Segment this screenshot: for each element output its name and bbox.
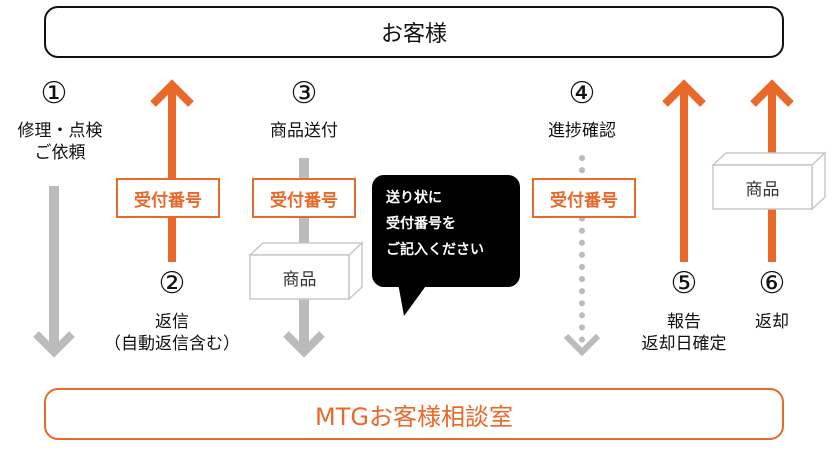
package-label-2: 商品 <box>745 179 780 200</box>
step-6-number: ⑥ <box>758 266 786 301</box>
package-label-1: 商品 <box>282 269 317 290</box>
step-5-number: ⑤ <box>670 266 698 301</box>
step-5-label-line-1: 報告 <box>667 312 701 332</box>
reception-number-tag-step3: 受付番号 <box>252 178 356 218</box>
speech-bubble-text: 送り状に 受付番号を ご記入ください <box>386 185 526 263</box>
arrow-up-step5 <box>662 79 706 262</box>
speech-bubble <box>372 175 520 316</box>
step-4-label: 進捗確認 <box>522 120 642 142</box>
reception-number-tag-step4: 受付番号 <box>532 178 636 218</box>
step-5-label: 報告 返却日確定 <box>624 311 744 355</box>
speech-bubble-line-3: ご記入ください <box>386 242 484 258</box>
step-5-label-line-2: 返却日確定 <box>641 334 727 354</box>
step-2-label-line-1: 返信 <box>155 312 189 332</box>
step-1-label-line-2: ご依頼 <box>34 143 86 163</box>
step-3-label: 商品送付 <box>244 120 364 142</box>
step-6-label-line-1: 返却 <box>755 312 789 332</box>
step-1-number: ① <box>40 76 68 111</box>
step-6-label: 返却 <box>732 311 812 333</box>
speech-bubble-line-2: 受付番号を <box>386 216 456 232</box>
package-box-2 <box>711 151 827 211</box>
step-2-label-line-2: （自動返信含む） <box>104 334 240 354</box>
speech-bubble-line-1: 送り状に <box>386 190 442 206</box>
arrow-down-step4-dotted <box>563 155 601 357</box>
step-4-number: ④ <box>568 76 596 111</box>
step-3-number: ③ <box>290 76 318 111</box>
step-1-label-line-1: 修理・点検 <box>17 121 103 141</box>
step-2-number: ② <box>158 266 186 301</box>
reception-number-tag-step2: 受付番号 <box>116 178 220 218</box>
step-1-label: 修理・点検 ご依頼 <box>0 120 120 164</box>
customer-box: お客様 <box>44 6 784 58</box>
arrow-up-step2 <box>150 79 194 262</box>
arrow-down-step1 <box>33 186 75 358</box>
step-3-label-line-1: 商品送付 <box>270 121 338 141</box>
support-center-box: MTGお客様相談室 <box>44 388 784 440</box>
step-2-label: 返信 （自動返信含む） <box>92 311 252 355</box>
package-box-1 <box>248 241 364 301</box>
step-4-label-line-1: 進捗確認 <box>548 121 616 141</box>
